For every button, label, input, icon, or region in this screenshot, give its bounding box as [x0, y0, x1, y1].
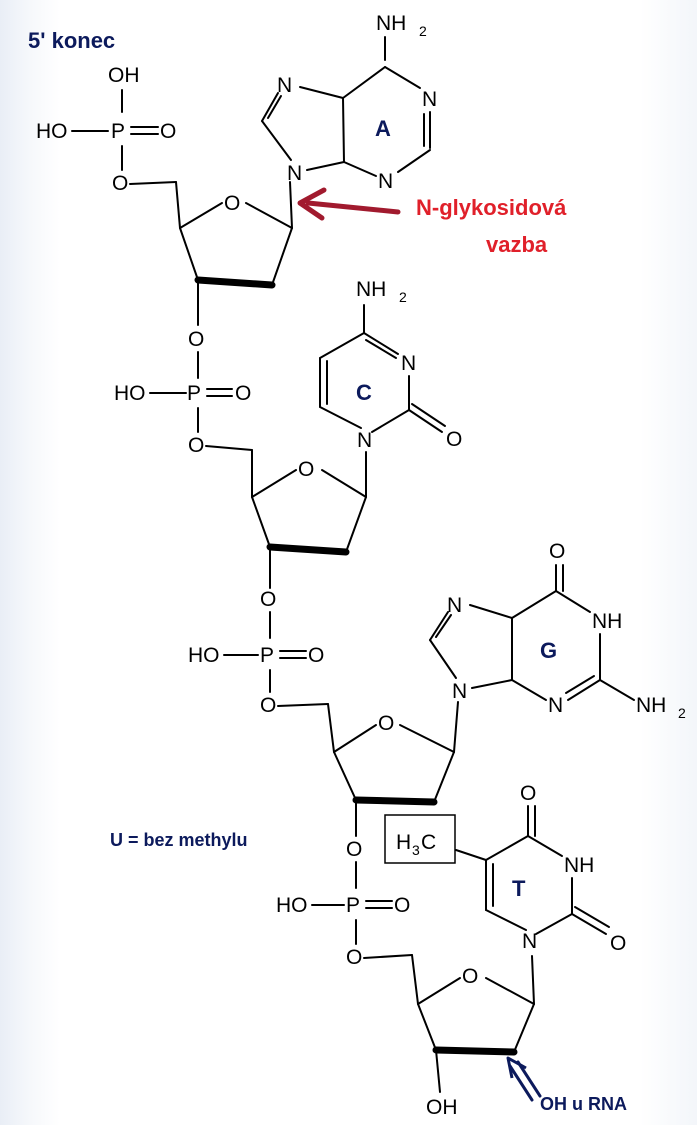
- atom-n3: N: [401, 352, 416, 375]
- atom-o: O: [188, 328, 204, 351]
- atom-p: P: [260, 644, 274, 667]
- glycosidic-bond-label-1: N-glykosidová: [416, 195, 567, 220]
- ring-oxygen: O: [378, 712, 394, 735]
- guanine-base: N N O NH NH 2 N G: [429, 540, 686, 721]
- phosphate-group-3: O HO P O O: [188, 588, 329, 717]
- atom-o: O: [394, 894, 410, 917]
- atom-o: O: [346, 838, 362, 861]
- subscript-2: 2: [678, 705, 686, 721]
- atom-o: O: [446, 428, 462, 451]
- atom-n9: N: [287, 162, 302, 185]
- methyl-highlight-box: [384, 814, 456, 864]
- atom-oh: OH: [108, 64, 140, 87]
- atom-p: P: [187, 382, 201, 405]
- atom-ho: HO: [188, 644, 220, 667]
- atom-p: P: [346, 894, 360, 917]
- atom-o: O: [160, 120, 176, 143]
- atom-o: O: [260, 694, 276, 717]
- atom-n1: N: [522, 930, 537, 953]
- subscript-2: 2: [399, 289, 407, 305]
- base-label-a: A: [375, 116, 391, 141]
- atom-n3: N: [378, 170, 393, 193]
- atom-n3: N: [548, 694, 563, 717]
- phosphate-group-4: O HO P O O: [276, 838, 413, 969]
- ribose-4: O OH: [411, 954, 535, 1119]
- deoxyribose-2: O: [251, 449, 367, 589]
- deoxyribose-1: O: [175, 181, 293, 326]
- base-label-c: C: [356, 380, 372, 405]
- amine-nh2: NH: [376, 12, 406, 35]
- atom-nh: NH: [592, 610, 622, 633]
- phosphate-group-2: O HO P O O: [114, 328, 253, 457]
- atom-o: O: [188, 434, 204, 457]
- atom-n7: N: [277, 74, 292, 97]
- atom-o: O: [260, 588, 276, 611]
- atom-3-oh: OH: [426, 1096, 458, 1119]
- atom-n1: N: [357, 429, 372, 452]
- five-prime-end-label: 5' konec: [28, 28, 115, 53]
- atom-o: O: [549, 540, 565, 563]
- deoxyribose-3: O: [327, 701, 459, 837]
- atom-ho: HO: [114, 382, 146, 405]
- glycosidic-bond-label-2: vazba: [486, 232, 548, 257]
- base-label-g: G: [540, 638, 557, 663]
- atom-n1: N: [422, 88, 437, 111]
- atom-ho: HO: [276, 894, 308, 917]
- atom-o: O: [346, 946, 362, 969]
- uracil-note: U = bez methylu: [110, 830, 248, 850]
- methyl-c: C: [421, 831, 436, 854]
- subscript-3: 3: [412, 842, 420, 858]
- amine-nh2: NH: [356, 278, 386, 301]
- phosphate-group-1: OH HO P O O: [36, 64, 177, 195]
- amine-nh2: NH: [636, 694, 666, 717]
- rna-oh-note: OH u RNA: [540, 1094, 627, 1114]
- glycosidic-bond-arrow: [297, 187, 401, 221]
- adenine-base: N N N N NH 2 A: [261, 12, 437, 193]
- atom-n7: N: [447, 594, 462, 617]
- atom-o: O: [308, 644, 324, 667]
- thymine-base: N O NH O T H 3 C: [384, 782, 626, 955]
- cytosine-base: N N O NH 2 C: [319, 278, 462, 452]
- methyl-h: H: [396, 831, 411, 854]
- atom-nh: NH: [564, 854, 594, 877]
- atom-o: O: [520, 782, 536, 805]
- subscript-2: 2: [419, 23, 427, 39]
- atom-p: P: [111, 120, 125, 143]
- base-label-t: T: [512, 876, 526, 901]
- atom-ho: HO: [36, 120, 68, 143]
- rna-oh-arrow: [506, 1056, 542, 1102]
- ring-oxygen: O: [298, 458, 314, 481]
- atom-o: O: [235, 382, 251, 405]
- atom-n9: N: [452, 680, 467, 703]
- ring-oxygen: O: [224, 192, 240, 215]
- atom-o: O: [112, 172, 128, 195]
- atom-o: O: [610, 932, 626, 955]
- ring-oxygen: O: [462, 965, 478, 988]
